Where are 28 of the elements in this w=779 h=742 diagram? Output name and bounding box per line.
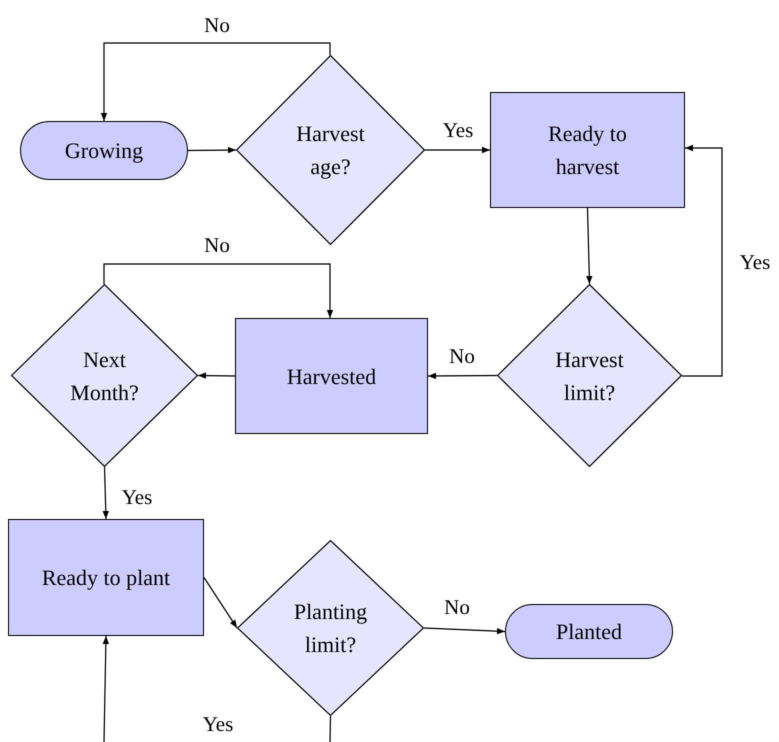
- arrow: [100, 42, 331, 121]
- decision-diamond: [236, 55, 425, 245]
- decision-diamond: [237, 540, 424, 716]
- arrow: [188, 146, 236, 154]
- process-box: [235, 318, 428, 434]
- arrow: [204, 577, 238, 628]
- arrow: [428, 372, 497, 380]
- process-box: [8, 519, 204, 636]
- arrow: [682, 144, 723, 377]
- arrow: [586, 208, 592, 284]
- node-label: Ready to plant: [42, 564, 170, 592]
- process-box: [490, 92, 685, 208]
- arrow: [102, 466, 109, 520]
- arrow: [425, 146, 490, 154]
- arrow: [103, 263, 334, 318]
- decision-diamond: [11, 284, 198, 467]
- arrow: [102, 636, 110, 742]
- decision-diamond: [497, 284, 682, 467]
- node-label: Ready to harvest: [547, 120, 628, 181]
- node-label: Next Month?: [69, 346, 140, 406]
- node-label: Harvest limit?: [554, 346, 625, 406]
- node-label: Planting limit?: [292, 598, 368, 659]
- node-label: Growing: [64, 137, 144, 165]
- arrow: [424, 627, 506, 634]
- node-label: Harvest age?: [295, 120, 366, 181]
- arrow: [198, 372, 235, 379]
- node-label: Planted: [556, 618, 622, 646]
- node-label: Harvested: [286, 362, 376, 390]
